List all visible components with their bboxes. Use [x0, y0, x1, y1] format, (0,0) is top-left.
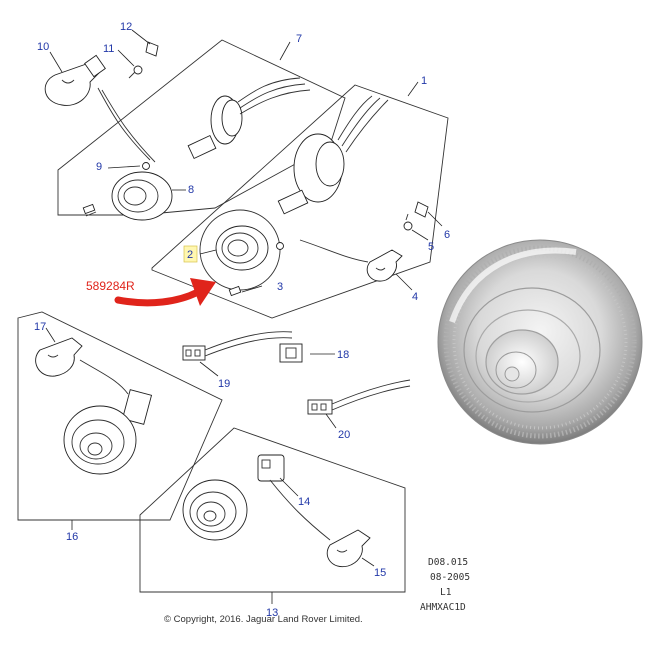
clip-12	[145, 41, 159, 57]
callout-15: 15	[374, 567, 386, 579]
bulb-10	[44, 54, 106, 106]
callout-1: 1	[421, 75, 427, 87]
bulb-15	[326, 529, 371, 568]
frame-group-16	[17, 311, 223, 521]
socket-16	[63, 389, 153, 475]
callout-9: 9	[96, 161, 102, 173]
frame-group-1	[151, 84, 449, 319]
meta-code: AHMXAC1D	[420, 602, 466, 613]
callout-7: 7	[296, 33, 302, 45]
lens-8	[111, 171, 173, 221]
wire-16	[79, 359, 129, 395]
callout-8: 8	[188, 184, 194, 196]
callout-2: 2	[187, 249, 193, 261]
callout-3: 3	[277, 281, 283, 293]
bulb-17	[35, 337, 83, 377]
wire-13	[269, 479, 331, 541]
callout-12: 12	[120, 21, 132, 33]
socket-7	[187, 77, 311, 160]
callout-4: 4	[412, 291, 418, 303]
screw-3	[228, 242, 284, 297]
wire-1	[299, 239, 369, 263]
frame-group-13	[139, 427, 406, 593]
screw-11	[128, 65, 143, 79]
callout-14: 14	[298, 496, 310, 508]
connector-20	[307, 379, 411, 415]
copyright-text: © Copyright, 2016. Jaguar Land Rover Lim…	[164, 614, 363, 625]
grommet-18	[279, 343, 303, 363]
screw-9	[82, 162, 150, 217]
meta-ref: D08.015	[428, 557, 468, 568]
callout-2-highlight	[183, 245, 198, 263]
callout-19: 19	[218, 378, 230, 390]
callout-11: 11	[103, 43, 114, 55]
meta-level: L1	[440, 587, 452, 598]
callouts: 1 2 3 4 5 6 7 8 9 10 11 12 13 14 15 16 1…	[34, 21, 450, 619]
connector-19	[182, 331, 293, 361]
callout-17: 17	[34, 321, 46, 333]
wire-7a	[97, 87, 151, 161]
callout-13: 13	[266, 607, 278, 619]
lens-2	[215, 225, 269, 271]
diagram-meta: D08.015 08-2005 L1 AHMXAC1D	[420, 557, 470, 613]
bulb-4	[366, 249, 403, 282]
callout-16: 16	[66, 531, 78, 543]
red-arrow-icon	[114, 278, 216, 307]
frame-group-7	[57, 39, 346, 216]
wire-7b	[101, 89, 156, 163]
callout-18: 18	[337, 349, 349, 361]
socket-1	[277, 95, 389, 215]
lens-product-photo	[437, 239, 643, 445]
socket-14	[257, 454, 285, 482]
callout-10: 10	[37, 41, 49, 53]
meta-date: 08-2005	[430, 572, 470, 583]
callout-5: 5	[428, 241, 434, 253]
part-code-label: 589284R	[86, 279, 135, 293]
callout-6: 6	[444, 229, 450, 241]
clip-6	[414, 201, 429, 218]
lens-13	[182, 479, 248, 541]
callout-20: 20	[338, 429, 350, 441]
leader-lines	[45, 29, 443, 604]
screw-5	[403, 213, 413, 231]
